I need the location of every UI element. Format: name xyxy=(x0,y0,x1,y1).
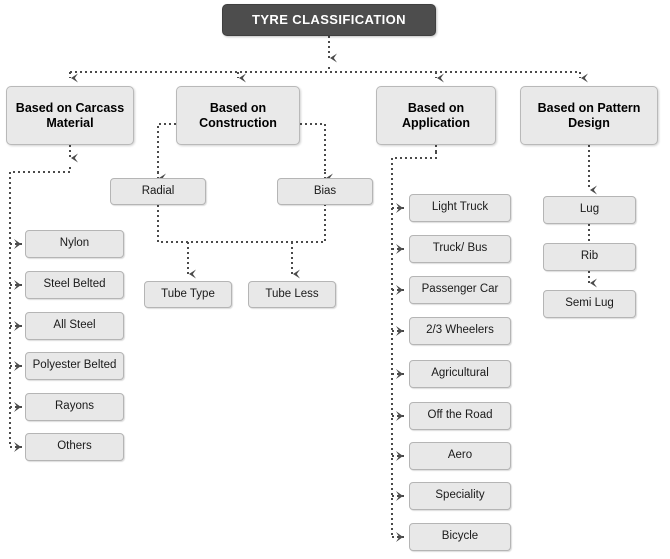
category-pattern-design[interactable]: Based on Pattern Design xyxy=(520,86,658,145)
leaf-polyester-belted[interactable]: Polyester Belted xyxy=(25,352,124,380)
leaf-agricultural[interactable]: Agricultural xyxy=(409,360,511,388)
leaf-steel-belted[interactable]: Steel Belted xyxy=(25,271,124,299)
leaf-off-the-road[interactable]: Off the Road xyxy=(409,402,511,430)
leaf-tube-type[interactable]: Tube Type xyxy=(144,281,232,308)
leaf-speciality[interactable]: Speciality xyxy=(409,482,511,510)
leaf-tube-less[interactable]: Tube Less xyxy=(248,281,336,308)
leaf-bicycle[interactable]: Bicycle xyxy=(409,523,511,551)
leaf-nylon[interactable]: Nylon xyxy=(25,230,124,258)
node-bias[interactable]: Bias xyxy=(277,178,373,205)
leaf-others[interactable]: Others xyxy=(25,433,124,461)
leaf-light-truck[interactable]: Light Truck xyxy=(409,194,511,222)
category-construction[interactable]: Based on Construction xyxy=(176,86,300,145)
diagram-title: TYRE CLASSIFICATION xyxy=(222,4,436,36)
category-application[interactable]: Based on Application xyxy=(376,86,496,145)
node-radial[interactable]: Radial xyxy=(110,178,206,205)
leaf-rib[interactable]: Rib xyxy=(543,243,636,271)
leaf-lug[interactable]: Lug xyxy=(543,196,636,224)
leaf-semi-lug[interactable]: Semi Lug xyxy=(543,290,636,318)
leaf-aero[interactable]: Aero xyxy=(409,442,511,470)
leaf-truck-bus[interactable]: Truck/ Bus xyxy=(409,235,511,263)
leaf-two-three-wheelers[interactable]: 2/3 Wheelers xyxy=(409,317,511,345)
leaf-rayons[interactable]: Rayons xyxy=(25,393,124,421)
leaf-all-steel[interactable]: All Steel xyxy=(25,312,124,340)
category-carcass-material[interactable]: Based on Carcass Material xyxy=(6,86,134,145)
leaf-passenger-car[interactable]: Passenger Car xyxy=(409,276,511,304)
